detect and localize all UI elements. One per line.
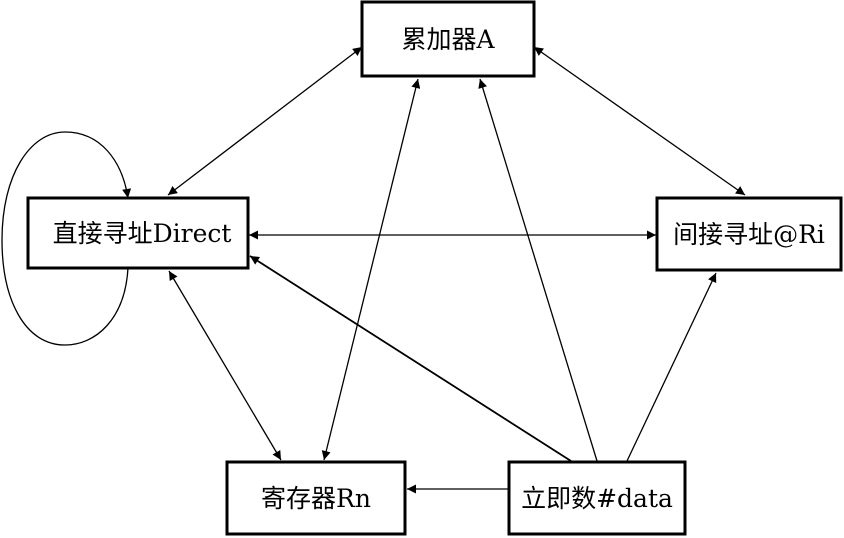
node-register-label: 寄存器Rn	[261, 484, 371, 513]
edge-direct-self-loop	[1, 131, 132, 346]
node-immediate: 立即数#data	[507, 460, 687, 536]
node-register: 寄存器Rn	[225, 460, 407, 536]
edge-immediate-indirect	[626, 272, 717, 462]
node-immediate-label: 立即数#data	[521, 484, 673, 513]
edges	[1, 46, 746, 494]
edge-direct-register	[168, 270, 282, 461]
node-indirect-label: 间接寻址@Ri	[673, 220, 825, 249]
node-direct-label: 直接寻址Direct	[53, 219, 232, 248]
edge-immediate-accumulator	[478, 78, 598, 462]
edge-accumulator-direct	[167, 46, 363, 196]
node-direct: 直接寻址Direct	[26, 196, 250, 270]
node-accumulator-box	[360, 0, 536, 78]
node-immediate-box	[507, 460, 687, 536]
node-register-box	[225, 460, 407, 536]
edge-accumulator-indirect	[533, 46, 746, 196]
node-accumulator-label: 累加器A	[401, 25, 495, 54]
node-direct-box	[26, 196, 250, 270]
node-indirect: 间接寻址@Ri	[655, 196, 843, 272]
node-indirect-box	[655, 196, 843, 272]
node-accumulator: 累加器A	[360, 0, 536, 78]
edge-immediate-direct	[249, 255, 572, 462]
edge-accumulator-register	[321, 78, 421, 461]
